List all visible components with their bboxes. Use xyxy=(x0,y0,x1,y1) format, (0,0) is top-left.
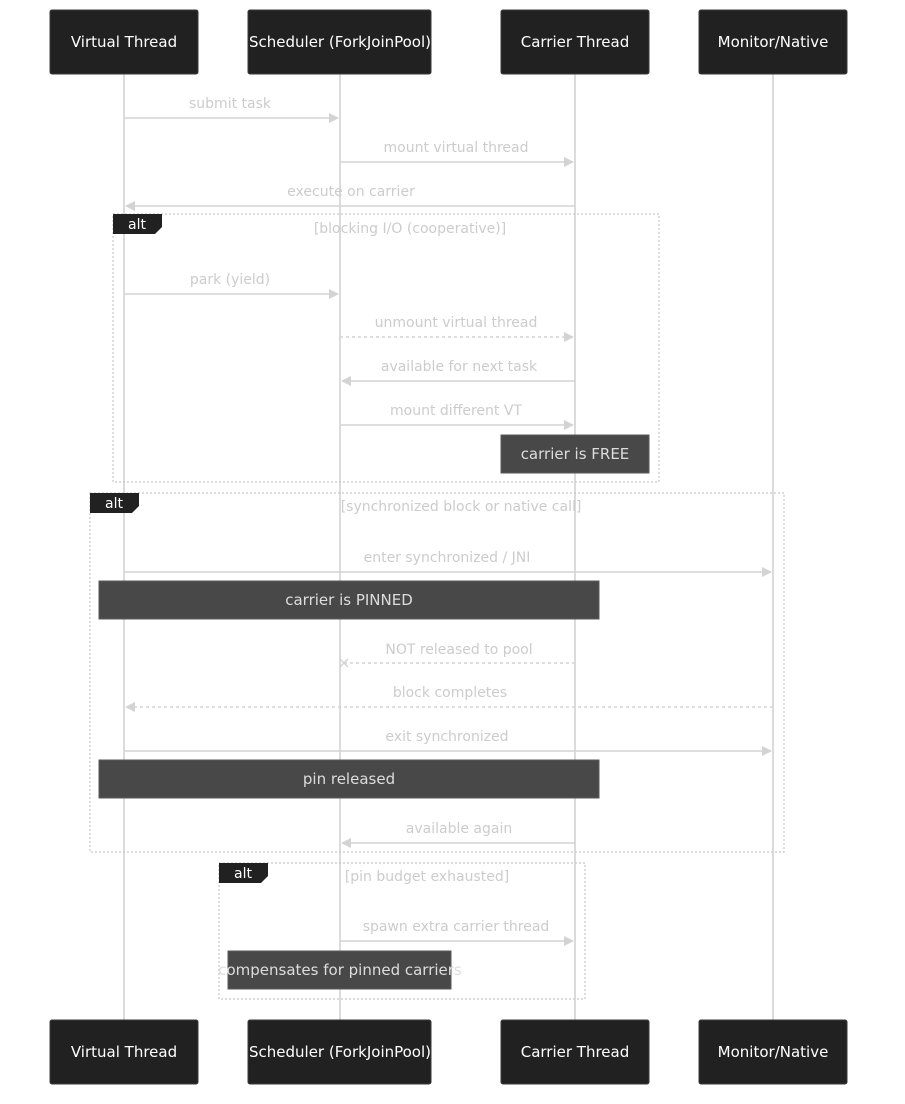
note-label: pin released xyxy=(303,770,395,788)
actor-virtual-thread: Virtual Thread xyxy=(49,1019,199,1085)
notes: carrier is FREE carrier is PINNED pin re… xyxy=(98,434,650,990)
actor-monitor-native: Monitor/Native xyxy=(698,9,848,75)
message-execute-on-carrier: execute on carrier xyxy=(125,184,575,211)
cross-icon xyxy=(339,658,349,668)
actor-label: Monitor/Native xyxy=(718,33,829,51)
actor-monitor-native: Monitor/Native xyxy=(698,1019,848,1085)
actor-carrier-thread: Carrier Thread xyxy=(500,9,650,75)
message-available-for-next-task: available for next task xyxy=(341,359,575,386)
message-block-completes: block completes xyxy=(125,685,773,712)
message-park-yield: park (yield) xyxy=(124,272,339,299)
message-label: unmount virtual thread xyxy=(375,315,538,331)
alt-tab xyxy=(219,863,268,883)
alt-tab xyxy=(113,214,162,234)
message-label: NOT released to pool xyxy=(385,642,532,658)
actor-scheduler: Scheduler (ForkJoinPool) xyxy=(247,9,432,75)
note-label: carrier is FREE xyxy=(521,445,630,463)
actor-carrier-thread: Carrier Thread xyxy=(500,1019,650,1085)
message-enter-synchronized-jni: enter synchronized / JNI xyxy=(124,550,772,577)
message-available-again: available again xyxy=(341,821,575,848)
actor-scheduler: Scheduler (ForkJoinPool) xyxy=(247,1019,432,1085)
alt-keyword: alt xyxy=(105,496,123,512)
message-label: available for next task xyxy=(381,359,538,375)
actor-label: Scheduler (ForkJoinPool) xyxy=(249,1043,431,1061)
message-label: mount different VT xyxy=(390,403,522,419)
alt-condition: [synchronized block or native call] xyxy=(341,499,582,515)
note-compensates: compensates for pinned carriers xyxy=(218,950,462,990)
alt-keyword: alt xyxy=(128,217,146,233)
message-label: submit task xyxy=(189,96,272,112)
message-label: mount virtual thread xyxy=(384,140,529,156)
message-label: available again xyxy=(406,821,512,837)
actor-label: Virtual Thread xyxy=(71,1043,177,1061)
message-submit-task: submit task xyxy=(124,96,339,123)
alt-condition: [pin budget exhausted] xyxy=(345,869,509,885)
note-label: compensates for pinned carriers xyxy=(218,961,462,979)
note-carrier-pinned: carrier is PINNED xyxy=(98,580,600,620)
messages: submit task mount virtual thread execute… xyxy=(124,96,773,946)
note-pin-released: pin released xyxy=(98,759,600,799)
message-label: block completes xyxy=(393,685,507,701)
alt-frame-blocking-io: alt [blocking I/O (cooperative)] xyxy=(112,213,660,483)
lifelines xyxy=(123,74,774,1020)
message-spawn-extra-carrier-thread: spawn extra carrier thread xyxy=(340,919,574,946)
actor-label: Virtual Thread xyxy=(71,33,177,51)
actor-label: Carrier Thread xyxy=(521,1043,630,1061)
actor-label: Carrier Thread xyxy=(521,33,630,51)
message-label: spawn extra carrier thread xyxy=(363,919,550,935)
actor-label: Monitor/Native xyxy=(718,1043,829,1061)
actors-bottom: Virtual Thread Scheduler (ForkJoinPool) … xyxy=(49,1019,848,1085)
note-label: carrier is PINNED xyxy=(285,591,413,609)
message-not-released-to-pool: NOT released to pool xyxy=(339,642,575,668)
alt-frame-synchronized: alt [synchronized block or native call] xyxy=(89,492,785,853)
message-label: enter synchronized / JNI xyxy=(364,550,531,566)
message-mount-different-vt: mount different VT xyxy=(340,403,574,430)
frames: alt [blocking I/O (cooperative)] alt [sy… xyxy=(89,213,785,1000)
note-carrier-free: carrier is FREE xyxy=(500,434,650,474)
message-label: exit synchronized xyxy=(385,729,508,745)
alt-tab xyxy=(90,493,139,513)
message-unmount-virtual-thread: unmount virtual thread xyxy=(340,315,574,342)
message-mount-virtual-thread: mount virtual thread xyxy=(340,140,574,167)
alt-keyword: alt xyxy=(234,866,252,882)
actor-label: Scheduler (ForkJoinPool) xyxy=(249,33,431,51)
message-label: park (yield) xyxy=(190,272,270,288)
message-label: execute on carrier xyxy=(287,184,415,200)
alt-condition: [blocking I/O (cooperative)] xyxy=(314,221,506,237)
alt-frame-pin-budget: alt [pin budget exhausted] xyxy=(218,862,586,1000)
actor-virtual-thread: Virtual Thread xyxy=(49,9,199,75)
message-exit-synchronized: exit synchronized xyxy=(124,729,772,756)
actors-top: Virtual Thread Scheduler (ForkJoinPool) … xyxy=(49,9,848,75)
